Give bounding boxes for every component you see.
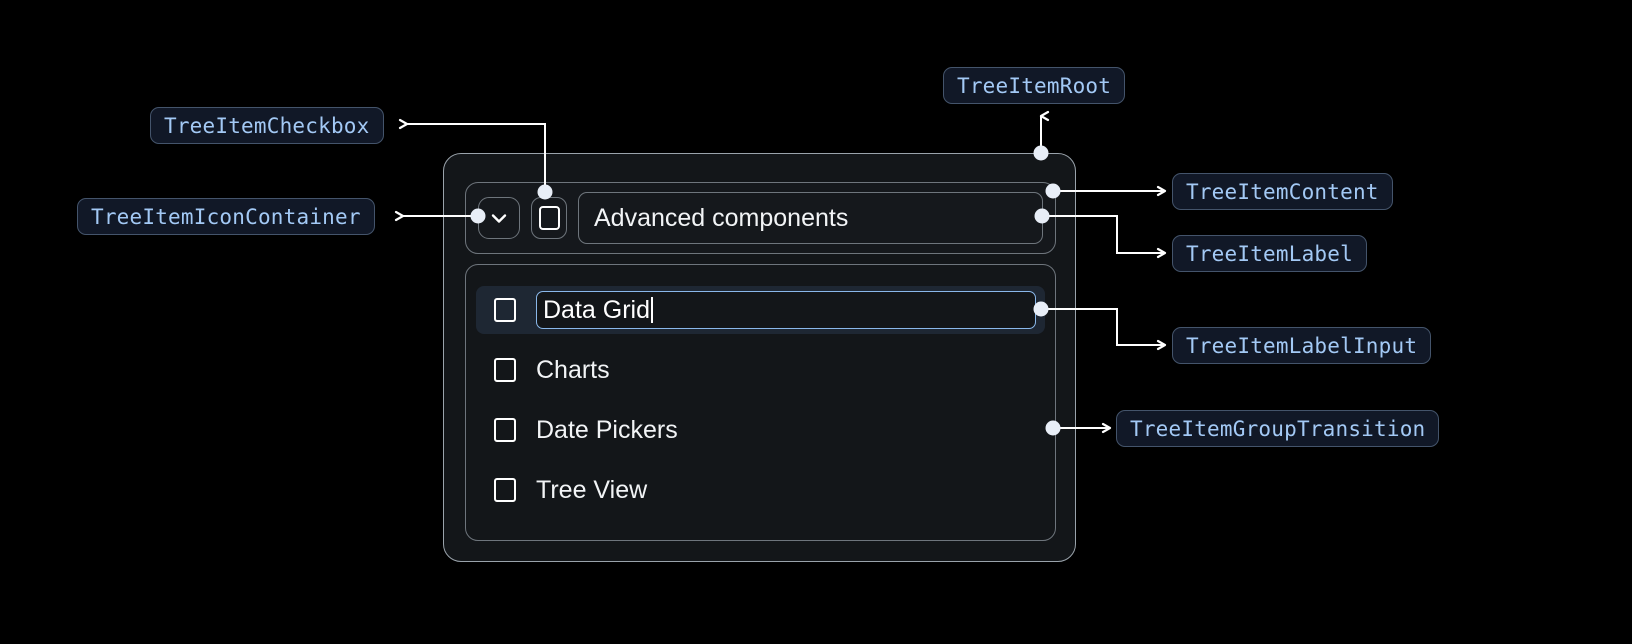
tree-item-label-text: Advanced components (594, 203, 849, 232)
annotation-tree-item-icon-container: TreeItemIconContainer (77, 198, 375, 235)
tree-item-content[interactable]: Advanced components (465, 182, 1056, 254)
tree-item-icon-container[interactable] (478, 197, 520, 239)
annotation-label: TreeItemCheckbox (164, 113, 370, 138)
annotation-label: TreeItemRoot (957, 73, 1112, 98)
tree-item-root[interactable]: Advanced components Data Grid Charts Dat… (443, 153, 1076, 562)
tree-item-checkbox[interactable] (494, 298, 516, 322)
tree-row-data-grid[interactable]: Data Grid (476, 286, 1045, 334)
tree-item-checkbox[interactable] (494, 358, 516, 382)
tree-item-checkbox[interactable] (494, 418, 516, 442)
annotation-tree-item-checkbox: TreeItemCheckbox (150, 107, 384, 144)
label-input-value: Data Grid (543, 295, 650, 324)
annotation-label: TreeItemLabel (1186, 241, 1353, 266)
annotation-label: TreeItemContent (1186, 179, 1379, 204)
tree-row-date-pickers[interactable]: Date Pickers (476, 406, 1045, 454)
tree-item-label: Date Pickers (536, 415, 678, 444)
annotation-tree-item-label-input: TreeItemLabelInput (1172, 327, 1432, 364)
checkbox-square-icon (538, 206, 560, 230)
annotation-tree-item-label: TreeItemLabel (1172, 235, 1367, 272)
annotation-tree-item-content: TreeItemContent (1172, 173, 1393, 210)
annotation-tree-item-group-transition: TreeItemGroupTransition (1116, 410, 1440, 447)
tree-item-label[interactable]: Advanced components (578, 192, 1043, 244)
annotation-tree-item-root: TreeItemRoot (943, 67, 1126, 104)
tree-row-charts[interactable]: Charts (476, 346, 1045, 394)
annotation-label: TreeItemLabelInput (1186, 333, 1418, 358)
text-caret (650, 297, 653, 323)
annotation-label: TreeItemGroupTransition (1130, 416, 1426, 441)
tree-item-checkbox[interactable] (531, 197, 567, 239)
tree-item-label: Tree View (536, 475, 648, 504)
tree-item-label: Charts (536, 355, 610, 384)
tree-item-label-input[interactable]: Data Grid (536, 291, 1036, 329)
chevron-down-icon (491, 214, 507, 223)
tree-row-tree-view[interactable]: Tree View (476, 466, 1045, 514)
annotation-label: TreeItemIconContainer (91, 204, 361, 229)
tree-item-checkbox[interactable] (494, 478, 516, 502)
tree-item-group-transition: Data Grid Charts Date Pickers Tree View (465, 264, 1056, 541)
